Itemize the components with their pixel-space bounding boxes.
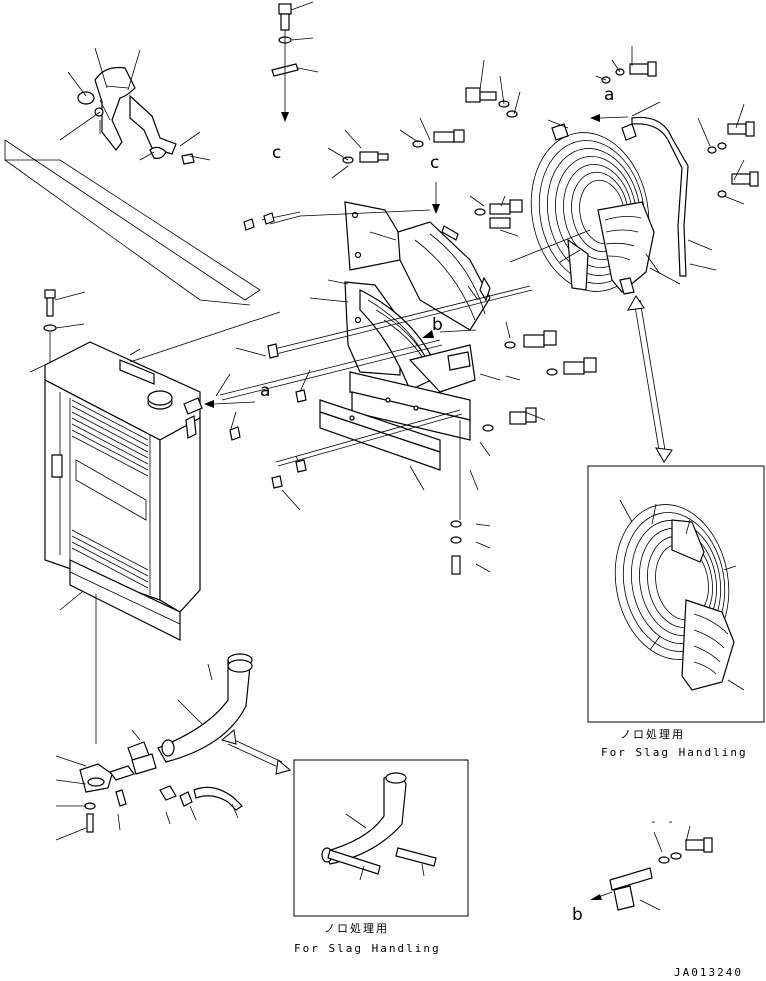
callout-a-top-arrow <box>590 114 629 122</box>
bracket-detail-b <box>590 825 713 911</box>
upper-hose-assembly <box>77 66 195 165</box>
radiator-core-fins <box>71 399 149 589</box>
inset-fan-caption-jp: ノロ処理用 <box>620 728 685 741</box>
lower-brackets <box>319 371 471 471</box>
radiator-top-bolt <box>43 289 86 362</box>
inset-hose-caption-jp: ノロ処理用 <box>324 922 389 935</box>
document-code: JA013240 <box>674 966 743 979</box>
fan-guard <box>530 123 655 295</box>
center-bolts <box>342 129 597 575</box>
inset-fan-caption-en: For Slag Handling <box>601 746 748 759</box>
fan-guard-leaders <box>479 46 745 285</box>
inset-fan-guard <box>587 465 765 723</box>
callout-b-bottom: b <box>572 905 583 925</box>
callout-c-center: c <box>430 153 439 173</box>
dash-marks: - - <box>650 815 676 828</box>
center-callout-arrows <box>204 182 477 408</box>
callout-b-center: b <box>432 315 443 335</box>
center-leaders <box>235 117 546 573</box>
hose-inset-arrow <box>220 729 292 775</box>
assembly-outline-lines <box>4 111 261 306</box>
upper-hose-leaders <box>67 47 211 161</box>
lower-hose <box>157 653 253 763</box>
inset-hose <box>293 759 469 917</box>
radiator <box>29 341 203 641</box>
drain-valve-assembly <box>55 729 243 841</box>
fan-shroud <box>344 201 491 393</box>
fan-inset-arrow <box>627 295 673 463</box>
callout-c-top: c <box>272 143 281 163</box>
callout-a-top: a <box>604 85 614 105</box>
callout-a-center: a <box>260 381 270 401</box>
top-bolt-assembly <box>271 1 319 122</box>
stay-rods <box>219 209 533 489</box>
inset-hose-caption-en: For Slag Handling <box>294 942 441 955</box>
